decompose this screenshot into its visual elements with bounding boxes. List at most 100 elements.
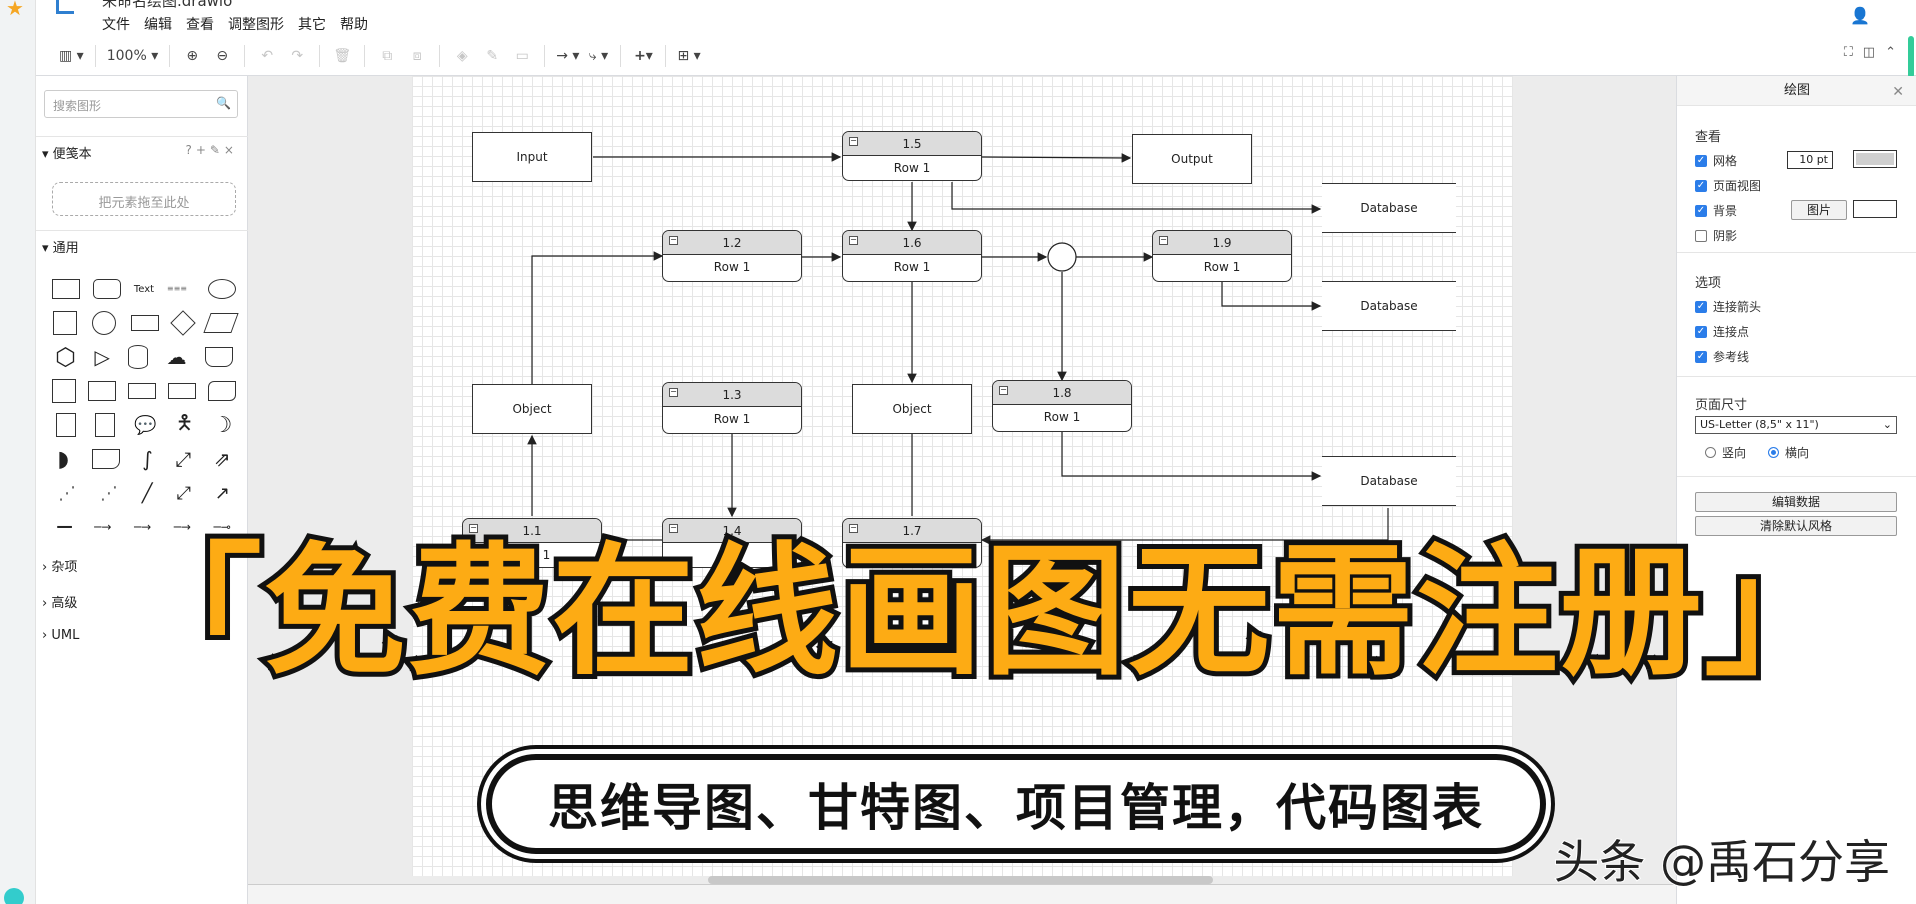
- textbox-shape[interactable]: ≡≡≡: [166, 284, 187, 293]
- cloud-shape[interactable]: ☁: [166, 345, 187, 369]
- edge-database3-to-1.7[interactable]: [980, 508, 1389, 545]
- search-input[interactable]: 搜索图形 🔍: [44, 90, 238, 118]
- internal-storage-shape[interactable]: [52, 379, 76, 403]
- horizontal-scrollbar[interactable]: [708, 876, 1213, 884]
- to-back-icon[interactable]: ⧈: [412, 47, 422, 64]
- rounded-rectangle-shape[interactable]: [93, 279, 122, 299]
- connection-arrows-checkbox[interactable]: ✓连接箭头: [1695, 298, 1761, 315]
- card-shape[interactable]: [94, 413, 115, 437]
- process-shape[interactable]: [130, 315, 159, 331]
- and-shape[interactable]: ◗: [57, 446, 69, 472]
- extension-icon[interactable]: [4, 888, 24, 904]
- connection-icon[interactable]: → ▾: [556, 47, 580, 64]
- table-1.9[interactable]: −1.9 Row 1: [1152, 230, 1292, 282]
- object-box-mid[interactable]: Object: [852, 384, 972, 434]
- collapse-icon[interactable]: −: [669, 523, 678, 533]
- table-row[interactable]: Row 1: [1203, 260, 1241, 274]
- general-header[interactable]: ▾ 通用: [36, 230, 248, 258]
- table-1.7[interactable]: −1.7: [842, 518, 982, 568]
- rectangle-shape[interactable]: [52, 279, 81, 299]
- view-panels-icon[interactable]: ▥ ▾: [59, 47, 84, 64]
- tape-shape[interactable]: [208, 381, 236, 401]
- cube-shape[interactable]: [88, 381, 116, 401]
- table-row[interactable]: Row 1: [893, 260, 931, 274]
- checkbox-checked-icon[interactable]: ✓: [1695, 350, 1707, 363]
- table-row[interactable]: Row 1: [1043, 410, 1081, 424]
- document-title[interactable]: 未命名绘图.drawio: [102, 0, 233, 10]
- advanced-header[interactable]: › 高级: [42, 596, 78, 611]
- menu-arrange[interactable]: 调整图形: [228, 17, 284, 33]
- checkbox-unchecked-icon[interactable]: [1695, 229, 1707, 242]
- misc-header[interactable]: › 杂项: [42, 560, 78, 575]
- input-box[interactable]: Input: [472, 132, 592, 182]
- page-view-checkbox[interactable]: ✓页面视图: [1695, 177, 1761, 194]
- user-icon[interactable]: 👤: [1850, 6, 1870, 25]
- undo-icon[interactable]: ↶: [261, 47, 274, 64]
- actor-shape[interactable]: 🯅: [175, 410, 194, 434]
- collapse-icon[interactable]: −: [1159, 235, 1168, 245]
- scratchpad-tools[interactable]: ?+✎×: [185, 143, 238, 157]
- table-1.1[interactable]: −1.1 Row 1: [462, 518, 602, 568]
- curve-shape[interactable]: ∫: [142, 447, 153, 471]
- connector-label-shape[interactable]: ─→: [94, 520, 112, 534]
- directional-connector-shape[interactable]: ↗: [214, 482, 230, 504]
- document-shape[interactable]: [204, 347, 233, 367]
- collapse-icon[interactable]: −: [849, 235, 858, 245]
- connector-three-labels-shape[interactable]: ─→: [173, 520, 191, 534]
- trapezoid-shape[interactable]: [168, 383, 196, 399]
- table-1.6[interactable]: −1.6 Row 1: [842, 230, 982, 282]
- connector-two-labels-shape[interactable]: ─→: [133, 520, 152, 534]
- table-row[interactable]: Row 1: [713, 412, 751, 426]
- background-checkbox[interactable]: ✓背景: [1695, 202, 1737, 219]
- or-shape[interactable]: ☽: [212, 412, 233, 438]
- shadow-checkbox[interactable]: 阴影: [1695, 227, 1737, 244]
- collapse-icon[interactable]: −: [849, 523, 858, 533]
- scratchpad-header[interactable]: ▾ 便笺本 ?+✎×: [36, 136, 248, 164]
- clear-default-style-button[interactable]: 清除默认风格: [1695, 516, 1897, 536]
- line-color-icon[interactable]: ✎: [486, 47, 499, 64]
- background-image-button[interactable]: 图片: [1791, 200, 1847, 220]
- ellipse-shape[interactable]: [207, 279, 236, 299]
- fullscreen-icon[interactable]: ⛶: [1843, 45, 1853, 60]
- table-1.3[interactable]: −1.3 Row 1: [662, 382, 802, 434]
- waypoints-icon[interactable]: ⤷ ▾: [588, 47, 609, 64]
- format-panel-icon[interactable]: ◫: [1862, 45, 1876, 60]
- connection-points-checkbox[interactable]: ✓连接点: [1695, 323, 1749, 340]
- table-1.8[interactable]: −1.8 Row 1: [992, 380, 1132, 432]
- output-box[interactable]: Output: [1132, 134, 1252, 184]
- circle-shape[interactable]: [92, 311, 117, 335]
- bidirectional-connector-shape[interactable]: ⤢: [176, 482, 191, 504]
- grid-size-input[interactable]: 10 pt: [1787, 151, 1833, 169]
- database-1[interactable]: Database: [1322, 183, 1456, 233]
- collapse-icon[interactable]: −: [469, 523, 478, 533]
- close-icon[interactable]: ✕: [1892, 84, 1904, 100]
- shadow-icon[interactable]: ▭: [515, 47, 529, 64]
- delete-icon[interactable]: 🗑: [333, 47, 352, 64]
- connector-symbol-shape[interactable]: ─⊸: [213, 520, 231, 534]
- checkbox-checked-icon[interactable]: ✓: [1695, 204, 1707, 217]
- edge-1.9-to-database2[interactable]: [1221, 282, 1322, 311]
- object-box-left[interactable]: Object: [472, 384, 592, 434]
- menu-help[interactable]: 帮助: [340, 17, 368, 33]
- table-row[interactable]: Row 1: [893, 161, 931, 175]
- paper-size-select[interactable]: US-Letter (8,5" x 11")⌄: [1695, 416, 1897, 434]
- grid-color-swatch[interactable]: [1853, 150, 1897, 168]
- data-storage-shape[interactable]: [91, 449, 120, 469]
- database-2[interactable]: Database: [1322, 281, 1456, 331]
- search-icon[interactable]: 🔍: [216, 96, 231, 110]
- dashed-line-shape[interactable]: ⋰: [57, 482, 76, 504]
- note-shape[interactable]: [55, 413, 76, 437]
- table-row[interactable]: Row 1: [713, 260, 751, 274]
- background-color-swatch[interactable]: [1853, 200, 1897, 218]
- fill-color-icon[interactable]: ◈: [456, 47, 468, 64]
- link-shape[interactable]: ━━: [57, 520, 72, 534]
- menu-extras[interactable]: 其它: [298, 17, 326, 33]
- star-icon[interactable]: ★: [6, 0, 24, 20]
- callout-shape[interactable]: 💬: [134, 414, 157, 436]
- step-shape[interactable]: [128, 383, 156, 399]
- square-shape[interactable]: [53, 311, 78, 335]
- triangle-shape[interactable]: ▷: [94, 345, 110, 369]
- text-shape[interactable]: Text: [133, 283, 155, 295]
- collapse-icon[interactable]: −: [849, 136, 858, 146]
- bidirectional-arrow-shape[interactable]: ⤢: [175, 447, 192, 471]
